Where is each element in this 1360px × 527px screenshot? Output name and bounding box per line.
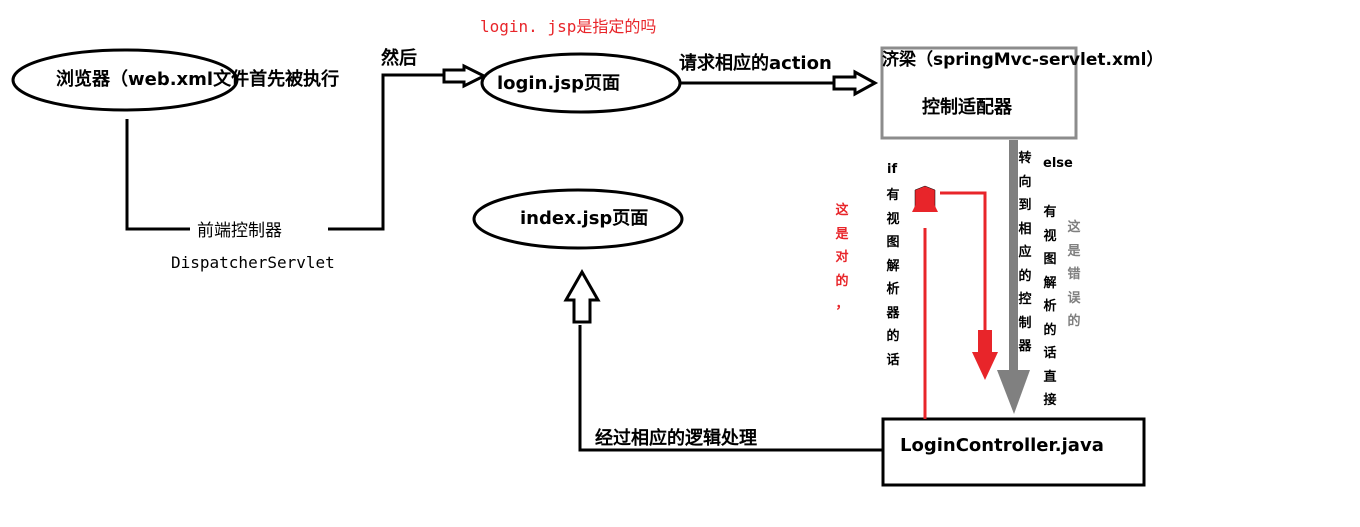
bridge-sub-label: 控制适配器 bbox=[922, 97, 1012, 118]
then-label: 然后 bbox=[381, 48, 417, 69]
browser-to-front-controller-line bbox=[125, 119, 190, 231]
logic-processing-label: 经过相应的逻辑处理 bbox=[595, 428, 757, 449]
if-arrow-down-shaft bbox=[978, 330, 992, 352]
login-controller-box bbox=[881, 417, 1146, 487]
else-label: else bbox=[1043, 156, 1073, 171]
dispatcher-servlet-label: DispatcherServlet bbox=[171, 253, 335, 272]
correct-vertical-text: 这是对的， bbox=[835, 203, 849, 312]
index-jsp-label: index.jsp页面 bbox=[520, 208, 649, 229]
index-jsp-ellipse bbox=[472, 188, 684, 250]
request-action-arrowhead bbox=[832, 69, 879, 97]
if-arrow-down-line bbox=[940, 191, 987, 330]
login-jsp-label: login.jsp页面 bbox=[497, 73, 621, 94]
if-label: if bbox=[887, 162, 898, 177]
logic-processing-arrowhead bbox=[563, 268, 601, 324]
front-controller-to-login-line bbox=[328, 73, 444, 231]
browser-label: 浏览器（web.xml文件首先被执行 bbox=[56, 69, 340, 90]
if-arrowhead-up-tip bbox=[912, 186, 938, 212]
browser-ellipse bbox=[11, 48, 239, 112]
forward-arrowhead bbox=[997, 370, 1030, 414]
if-vertical-text: 有视图解析器的话 bbox=[886, 188, 900, 368]
bridge-box bbox=[880, 46, 1078, 140]
then-arrowhead bbox=[442, 63, 488, 89]
wrong-vertical-text: 这是错误的 bbox=[1067, 220, 1081, 329]
question-annotation: login. jsp是指定的吗 bbox=[480, 17, 657, 36]
request-action-label: 请求相应的action bbox=[679, 53, 832, 74]
logic-processing-line bbox=[578, 325, 883, 452]
forward-vertical-text: 转向到相应的控制器 bbox=[1018, 151, 1032, 354]
if-arrowhead-down bbox=[972, 352, 998, 380]
login-controller-label: LoginController.java bbox=[900, 435, 1104, 456]
else-vertical-text: 有视图解析的话直接 bbox=[1043, 205, 1057, 408]
forward-arrow-shaft bbox=[1009, 140, 1018, 370]
front-controller-label: 前端控制器 bbox=[197, 221, 282, 241]
bridge-title-label: 济梁（springMvc-servlet.xml） bbox=[882, 50, 1164, 70]
